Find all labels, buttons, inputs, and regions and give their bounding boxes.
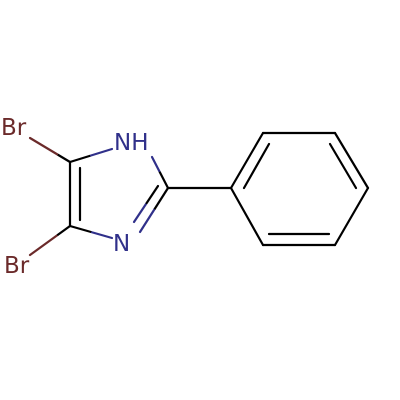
bond-ph-6: [229, 186, 265, 247]
atom-br-top: Br: [1, 115, 27, 141]
bond-ph-1: [229, 131, 265, 190]
bond-n3-c2-double: [132, 184, 160, 224]
atom-n: N: [113, 231, 130, 257]
bond-c4-n1: [68, 147, 114, 164]
bond-ph-3: [333, 131, 370, 190]
bond-ph-inner-2: [328, 142, 358, 190]
bond-n3-c2: [138, 186, 170, 234]
bond-br-c5: [28, 224, 72, 257]
bond-n1-c2: [150, 155, 170, 190]
atom-br-bottom: Br: [4, 253, 30, 279]
bond-c5-n3: [68, 224, 114, 240]
atom-nh: NH: [114, 130, 149, 156]
bond-ph-4: [333, 186, 370, 247]
bond-br-c4: [28, 136, 72, 164]
bond-ph-inner-1: [242, 142, 271, 190]
